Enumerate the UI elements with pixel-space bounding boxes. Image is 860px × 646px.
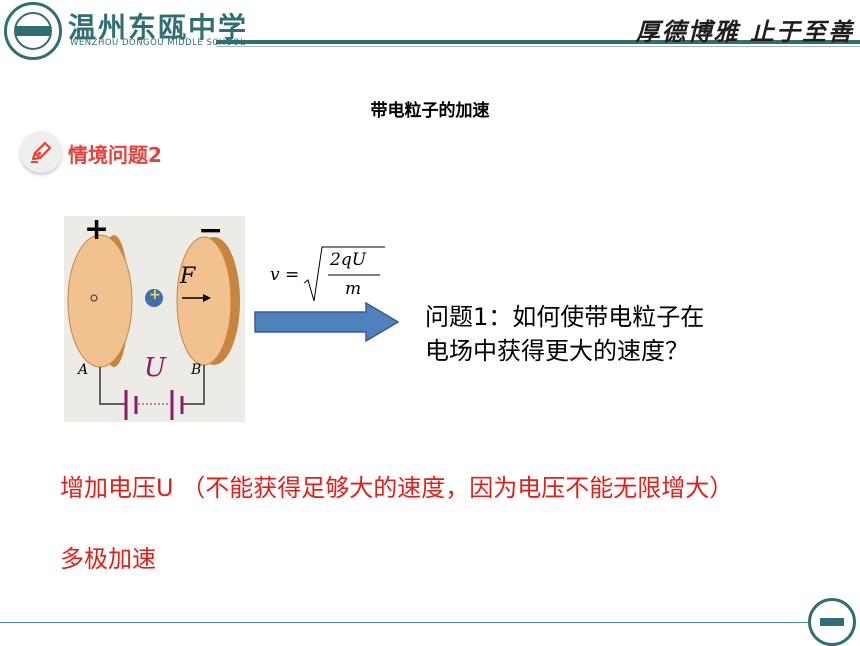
- formula-lhs: v =: [270, 265, 300, 285]
- formula-numerator: 2qU: [330, 250, 367, 270]
- question-line-1: 问题1：如何使带电粒子在: [425, 303, 705, 331]
- slide-title: 带电粒子的加速: [370, 101, 490, 121]
- force-label: F: [180, 264, 196, 289]
- capacitor-figure: [64, 216, 245, 422]
- school-logo: [4, 2, 62, 60]
- header-divider: [216, 40, 860, 44]
- answer-multistage: 多极加速: [60, 545, 156, 573]
- right-arrow-icon: [254, 302, 400, 342]
- school-motto: 厚德博雅 止于至善: [635, 17, 854, 46]
- plus-terminal-label: +: [84, 212, 110, 247]
- question-line-2: 电场中获得更大的速度？: [425, 337, 689, 365]
- pen-icon: [20, 131, 62, 173]
- voltage-label: U: [144, 353, 166, 383]
- header-divider-thin: [216, 46, 860, 47]
- school-name-en: WENZHOU DONGOU MIDDLE SCHOOL: [70, 38, 246, 48]
- plate-a-label: A: [78, 362, 89, 378]
- minus-terminal-label: −: [198, 213, 224, 248]
- question-text: 问题1：如何使带电粒子在 电场中获得更大的速度？: [425, 300, 825, 368]
- formula-denominator: m: [345, 279, 362, 299]
- school-name-cn: 温州东瓯中学: [68, 11, 249, 44]
- velocity-formula: [303, 246, 385, 302]
- section-title: 情境问题2: [68, 143, 162, 167]
- footer-school-logo: [808, 598, 856, 646]
- particle-charge-label: +: [149, 287, 161, 303]
- plate-b-label: B: [191, 362, 202, 378]
- answer-increase-voltage: 增加电压U （不能获得足够大的速度，因为电压不能无限增大）: [60, 474, 734, 502]
- footer-divider: [0, 622, 812, 623]
